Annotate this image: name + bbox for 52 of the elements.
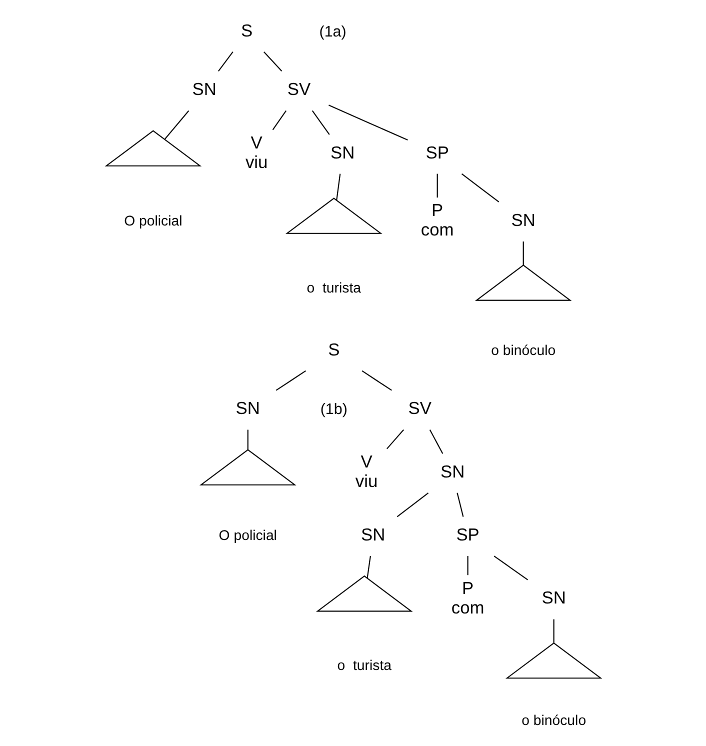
connector — [460, 173, 499, 202]
connector — [311, 110, 330, 135]
connector — [493, 556, 528, 580]
connector — [466, 556, 468, 576]
node-text: SN — [360, 524, 385, 544]
connector — [456, 492, 464, 517]
node-label: O policial — [124, 212, 182, 228]
connector — [361, 370, 392, 391]
connector — [428, 429, 443, 454]
connector — [552, 619, 554, 643]
node-text: SN — [440, 461, 464, 482]
node-label: o binóculo — [521, 712, 586, 728]
connector — [246, 430, 248, 450]
node-text: P com — [450, 578, 484, 618]
connector — [272, 110, 286, 130]
connector — [336, 174, 340, 200]
node-triangle — [504, 642, 602, 679]
node-text: S — [240, 20, 252, 40]
node-triangle — [198, 449, 296, 486]
node-text: SP — [456, 524, 479, 544]
node-label: o binóculo — [490, 342, 556, 358]
connector — [328, 104, 408, 141]
label: (1b) — [320, 401, 347, 418]
node-text: V viu — [244, 132, 268, 172]
connector — [263, 51, 282, 72]
node-label: O policial — [218, 527, 276, 544]
node-text: SN — [510, 210, 535, 230]
node-triangle — [315, 575, 412, 612]
connector — [436, 174, 438, 198]
node-label: o turista — [336, 657, 392, 674]
connector — [366, 556, 370, 578]
node-text: SN — [235, 398, 260, 418]
connector — [217, 52, 233, 72]
node-label: o turista — [306, 279, 361, 296]
node-text: SP — [425, 142, 448, 162]
node-triangle — [284, 198, 382, 234]
node-triangle — [474, 264, 572, 301]
connector — [164, 110, 189, 140]
node-text: SN — [192, 79, 216, 100]
connector — [386, 429, 404, 450]
node-text: S — [328, 339, 340, 360]
node-text: SN — [541, 588, 566, 608]
node-text: SV — [408, 398, 432, 418]
node-triangle — [104, 130, 202, 166]
connector — [275, 370, 306, 391]
node-text: SV — [286, 79, 310, 100]
connector — [396, 492, 428, 518]
label: (1a) — [318, 23, 346, 40]
node-text: V viu — [354, 452, 378, 492]
connector — [522, 242, 524, 265]
node-text: P com — [420, 200, 454, 240]
node-text: SN — [330, 142, 354, 162]
